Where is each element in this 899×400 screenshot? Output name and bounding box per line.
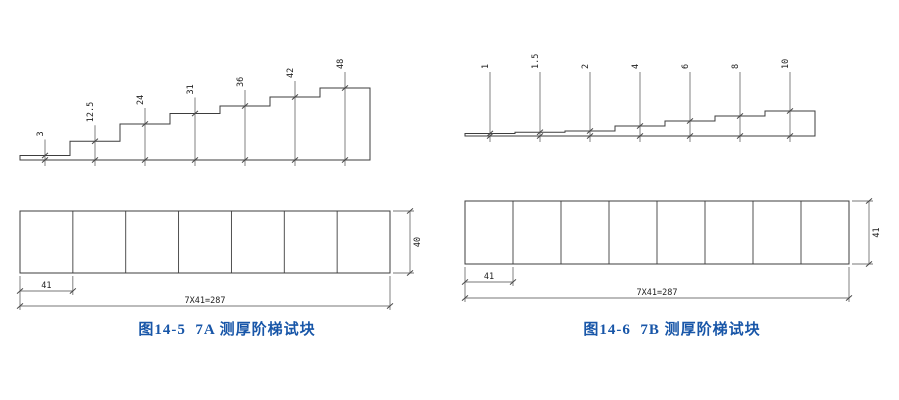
svg-text:8: 8 bbox=[731, 64, 741, 69]
figure-7b-drawing: 1 1.5 2 4 6 8 10 41 7X41=287 41 bbox=[461, 54, 882, 302]
profile-view: 3 12.5 24 31 36 42 48 bbox=[19, 59, 371, 166]
svg-text:7X41=287: 7X41=287 bbox=[637, 288, 678, 298]
svg-text:6: 6 bbox=[681, 64, 691, 69]
svg-text:7X41=287: 7X41=287 bbox=[185, 296, 226, 306]
plan-view: 41 7X41=287 40 bbox=[16, 208, 423, 310]
profile-view: 1 1.5 2 4 6 8 10 bbox=[464, 54, 816, 142]
svg-text:41: 41 bbox=[41, 281, 51, 291]
svg-text:1: 1 bbox=[481, 64, 491, 69]
figure-7b: 1 1.5 2 4 6 8 10 41 7X41=287 41 图14-6 7B 测厚阶梯试块 bbox=[451, 14, 893, 400]
svg-text:1.5: 1.5 bbox=[531, 54, 541, 69]
svg-text:48: 48 bbox=[336, 59, 346, 69]
svg-text:41: 41 bbox=[872, 227, 882, 237]
plan-view: 41 7X41=287 41 bbox=[461, 198, 882, 302]
svg-text:10: 10 bbox=[781, 59, 791, 69]
profile-outline bbox=[19, 87, 371, 161]
figure-7a: 3 12.5 24 31 36 42 48 41 7X41=287 40 图14-5 7A 测厚阶… bbox=[6, 14, 448, 400]
figure-7a-caption: 图14-5 7A 测厚阶梯试块 bbox=[138, 322, 316, 338]
svg-text:4: 4 bbox=[631, 64, 641, 69]
svg-text:31: 31 bbox=[186, 84, 196, 94]
plan-outline bbox=[19, 210, 391, 274]
svg-text:3: 3 bbox=[36, 131, 46, 136]
svg-text:42: 42 bbox=[286, 68, 296, 78]
svg-text:36: 36 bbox=[236, 77, 246, 87]
profile-outline bbox=[464, 110, 816, 137]
svg-text:24: 24 bbox=[136, 95, 146, 105]
svg-text:2: 2 bbox=[581, 64, 591, 69]
svg-text:12.5: 12.5 bbox=[86, 102, 96, 122]
figure-7a-drawing: 3 12.5 24 31 36 42 48 41 7X41=287 40 bbox=[16, 59, 423, 310]
svg-text:41: 41 bbox=[484, 272, 494, 282]
svg-text:40: 40 bbox=[413, 237, 423, 247]
figure-7b-caption: 图14-6 7B 测厚阶梯试块 bbox=[583, 322, 761, 338]
